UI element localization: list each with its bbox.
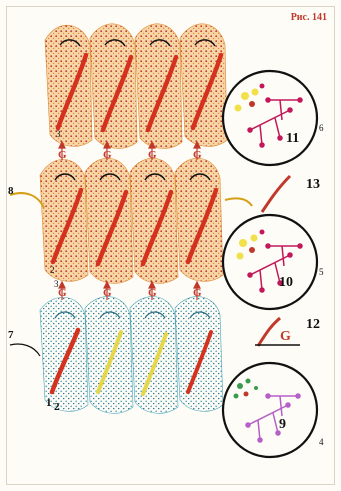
label-3b: 3 xyxy=(54,280,59,289)
cell-row-bottom xyxy=(40,297,223,414)
label-8: 8 xyxy=(8,186,14,197)
label-5: 5 xyxy=(319,268,324,277)
g-label-top-2: G xyxy=(103,150,112,161)
g-label-top-1: G xyxy=(58,150,67,161)
label-1: 1 xyxy=(46,398,52,409)
label-7: 7 xyxy=(8,330,14,341)
g-label-mid-4: G xyxy=(193,288,202,299)
cell-row-top xyxy=(45,24,227,149)
magnified-circle-9 xyxy=(223,363,317,457)
label-6: 6 xyxy=(319,124,324,133)
label-12: 12 xyxy=(306,318,320,332)
g-label-mid-3: G xyxy=(148,288,157,299)
g-label-connector: G xyxy=(280,330,291,344)
figure-title: Рис. 141 xyxy=(291,12,327,23)
magnified-circle-10 xyxy=(223,215,317,309)
label-10: 10 xyxy=(279,276,293,290)
label-2b: 2 xyxy=(50,266,55,275)
g-label-top-3: G xyxy=(148,150,157,161)
g-label-mid-2: G xyxy=(103,288,112,299)
label-3: 3 xyxy=(56,130,61,139)
label-4: 4 xyxy=(319,438,324,447)
g-label-mid-1: G xyxy=(58,288,67,299)
label-11: 11 xyxy=(286,132,299,146)
label-13: 13 xyxy=(306,178,320,192)
label-2: 2 xyxy=(54,402,60,413)
g-label-top-4: G xyxy=(193,150,202,161)
label-9: 9 xyxy=(279,418,286,432)
cell-row-middle xyxy=(40,158,223,283)
magnified-circle-11 xyxy=(223,71,317,165)
